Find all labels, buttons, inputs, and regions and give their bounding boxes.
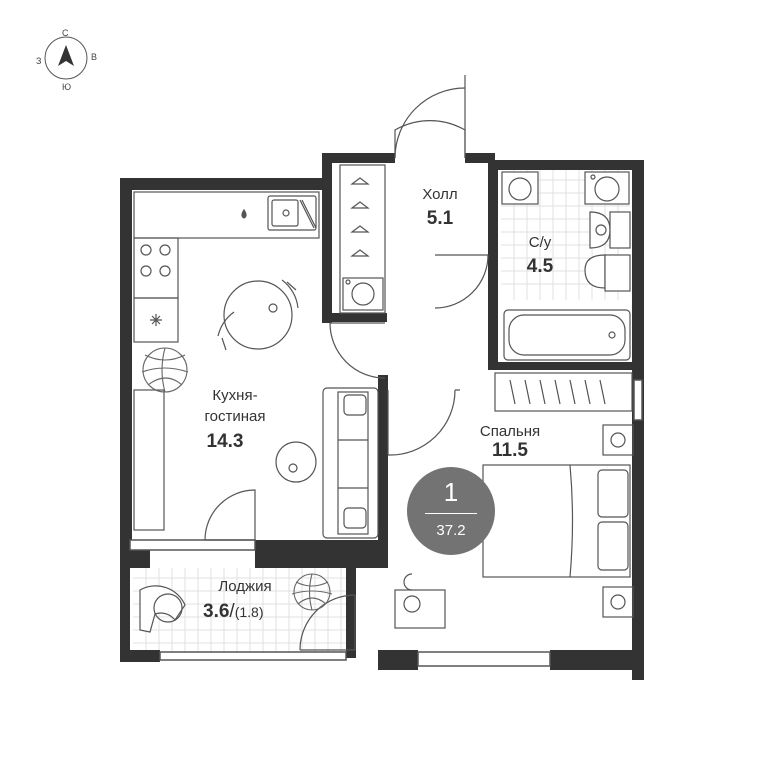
kitchen-furniture xyxy=(133,191,379,539)
closet xyxy=(339,164,386,314)
compass-icon xyxy=(44,36,88,80)
hall-name: Холл xyxy=(422,186,458,203)
windows xyxy=(129,379,643,667)
total-area: 37.2 xyxy=(436,522,466,539)
plants xyxy=(141,347,333,611)
kitchen-name-line2: гостиная xyxy=(204,408,266,425)
rooms-count: 1 xyxy=(443,477,459,507)
loggia-area: 3.6/(1.8) xyxy=(203,601,303,623)
kitchen-area: 14.3 xyxy=(206,431,244,452)
compass-south: Ю xyxy=(62,82,72,92)
compass-east: В xyxy=(91,52,98,62)
loggia-area-reduced: (1.8) xyxy=(234,604,264,620)
hall-area: 5.1 xyxy=(426,208,454,229)
bedroom-area: 11.5 xyxy=(492,440,528,461)
bathroom-area: 4.5 xyxy=(526,256,554,277)
apartment-summary-badge: 1 37.2 xyxy=(407,467,495,555)
walls xyxy=(120,153,644,680)
bathroom-fixtures xyxy=(501,171,631,361)
kitchen-name-line1: Кухня- xyxy=(212,387,258,404)
badge-divider xyxy=(425,513,477,514)
loggia-furniture xyxy=(139,585,186,633)
entrance-door xyxy=(394,75,466,159)
compass-west: З xyxy=(36,56,42,66)
compass-north: С xyxy=(62,28,69,38)
loggia-name: Лоджия xyxy=(218,578,272,595)
interior-doors xyxy=(204,254,489,651)
loggia-area-value: 3.6 xyxy=(203,601,230,622)
bathroom-name: С/у xyxy=(528,234,552,251)
bedroom-name: Спальня xyxy=(479,423,541,440)
loggia-area-separator: / xyxy=(229,601,235,622)
